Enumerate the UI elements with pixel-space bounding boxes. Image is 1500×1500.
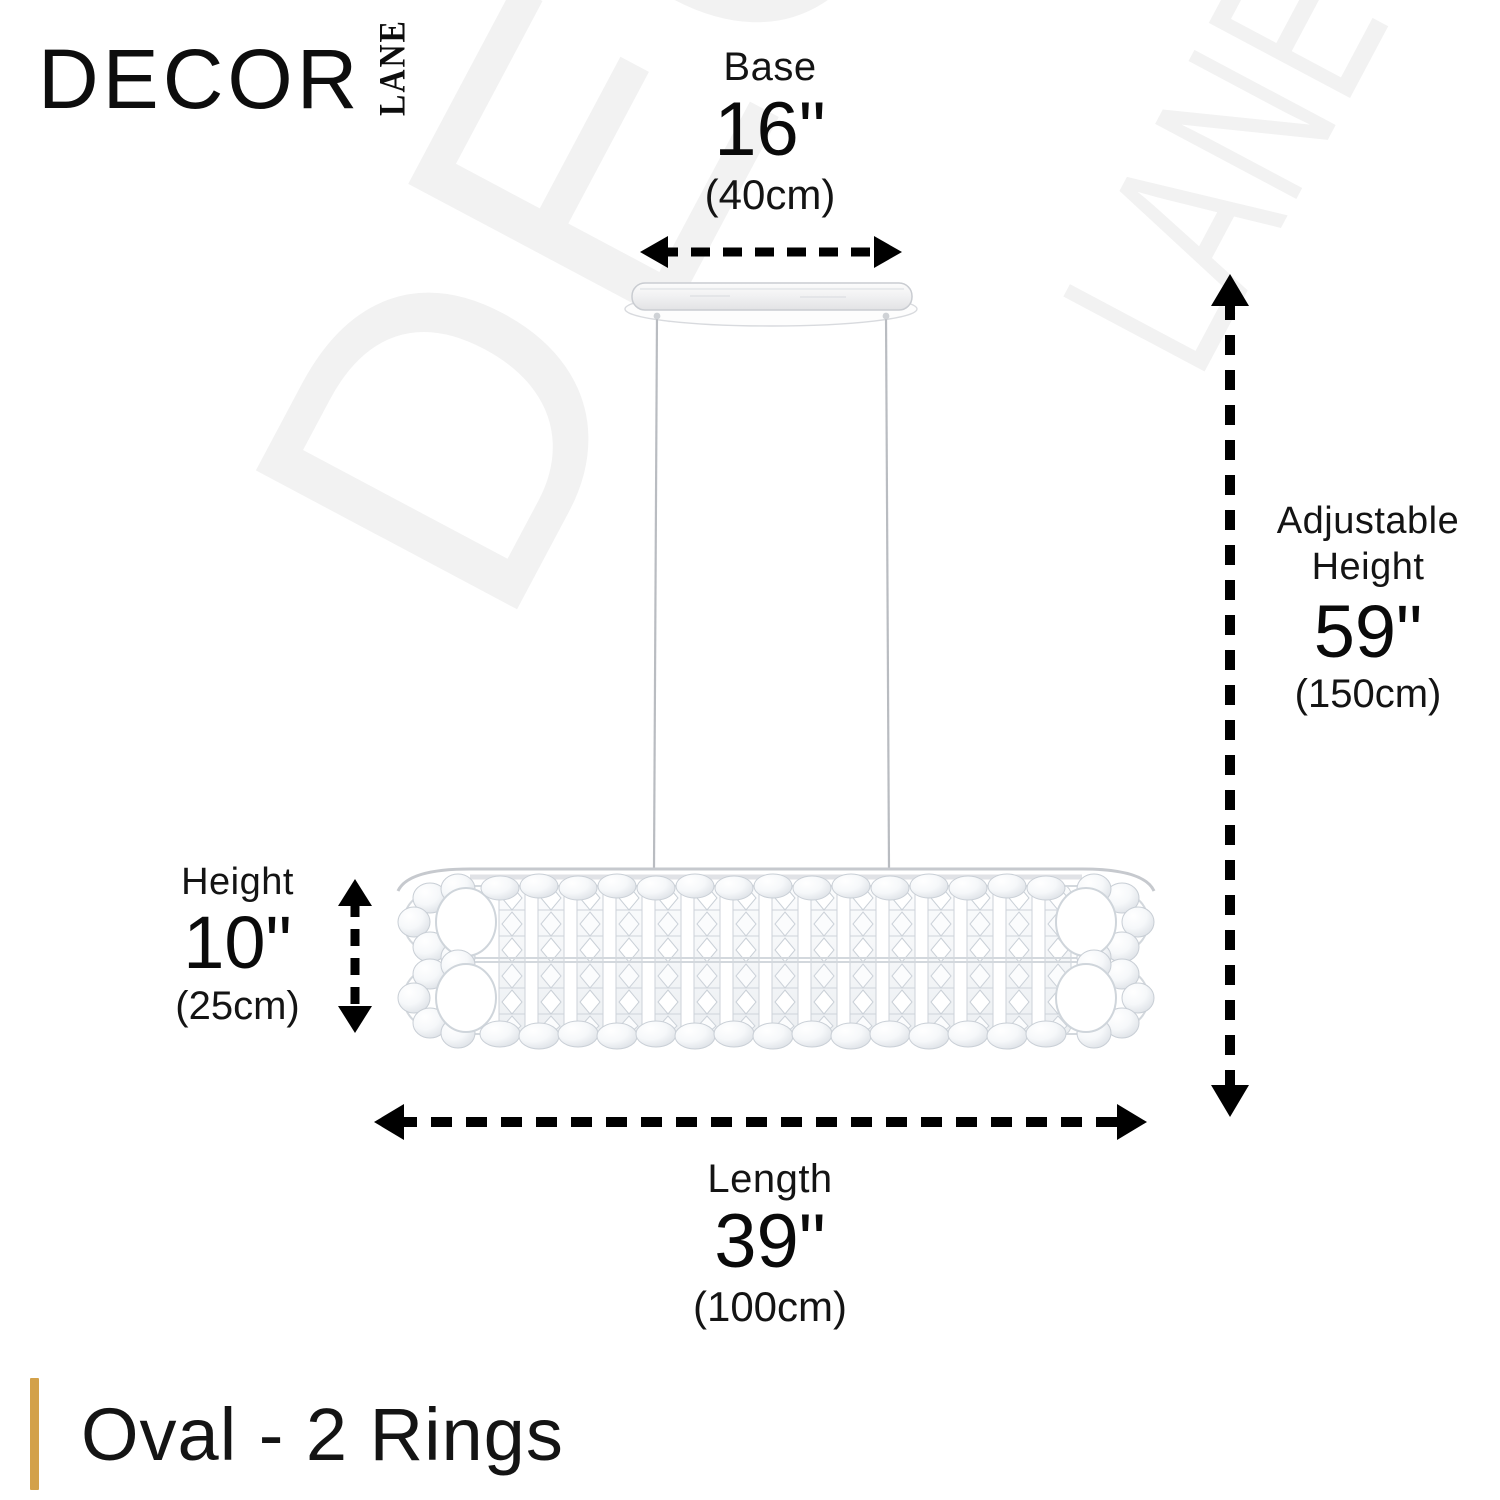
height-metric-value: (25cm) bbox=[175, 983, 300, 1028]
logo-decor-text: DECOR bbox=[38, 32, 362, 126]
adjustable-imperial-value: 59" bbox=[1313, 589, 1423, 673]
adjustable-height-dimension-label: Adjustable Height 59" (150cm) bbox=[1248, 498, 1488, 716]
product-name-text: Oval - 2 Rings bbox=[81, 1392, 564, 1476]
logo-lane-text: LANE bbox=[371, 19, 413, 116]
crystal-columns bbox=[498, 883, 1072, 1037]
ceiling-canopy bbox=[624, 282, 918, 327]
adjustable-label-line1: Adjustable bbox=[1276, 500, 1460, 542]
base-imperial-value: 16" bbox=[714, 87, 826, 173]
adjustable-metric-value: (150cm) bbox=[1294, 672, 1442, 717]
length-imperial-value: 39" bbox=[714, 1199, 826, 1285]
product-caption: Oval - 2 Rings bbox=[30, 1378, 564, 1490]
brand-logo: DECOR LANE bbox=[38, 19, 458, 126]
height-label-text: Height bbox=[181, 861, 294, 903]
length-label-text: Length bbox=[707, 1157, 833, 1201]
adjustable-label-line2: Height bbox=[1311, 546, 1425, 589]
length-dimension-label: Length 39" (100cm) bbox=[620, 1158, 920, 1329]
crystal-bottom-edge bbox=[479, 1020, 1067, 1050]
suspension-cables bbox=[652, 312, 891, 869]
base-dimension-label: Base 16" (40cm) bbox=[620, 46, 920, 217]
accent-bar bbox=[30, 1378, 39, 1490]
base-label-text: Base bbox=[723, 45, 817, 89]
crystal-ring-lower bbox=[397, 949, 1155, 1049]
crystal-top-edge bbox=[480, 873, 1066, 901]
height-dimension-label: Height 10" (25cm) bbox=[140, 862, 335, 1027]
base-metric-value: (40cm) bbox=[704, 170, 836, 218]
length-metric-value: (100cm) bbox=[692, 1282, 848, 1330]
height-imperial-value: 10" bbox=[183, 901, 292, 985]
